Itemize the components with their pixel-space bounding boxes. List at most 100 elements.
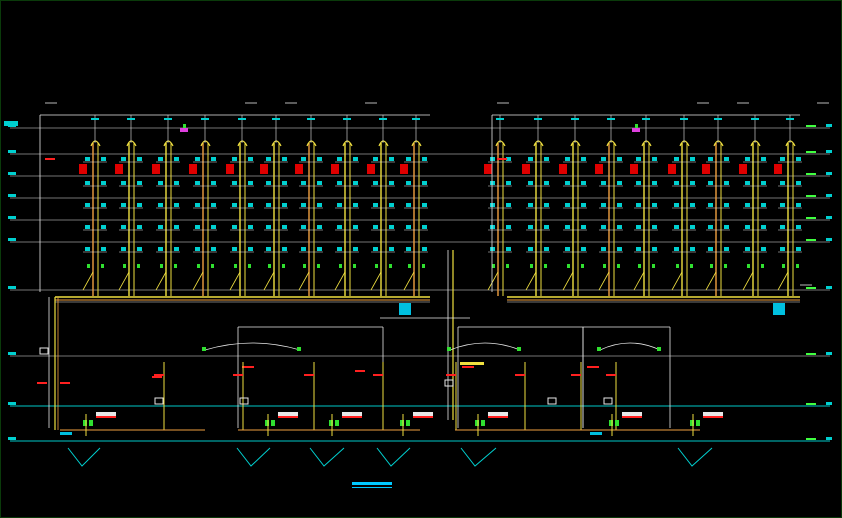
tag-icon [238, 118, 246, 120]
fixture-icon [617, 203, 622, 207]
fixture-icon [232, 203, 237, 207]
fixture-icon [745, 225, 750, 229]
tag-icon [60, 382, 70, 384]
riser-connector [298, 271, 310, 291]
fixture-icon [317, 225, 322, 229]
fixture-icon [101, 225, 106, 229]
fixture-icon [636, 225, 641, 229]
tag-icon [703, 416, 723, 418]
fixture-icon [506, 225, 511, 229]
floor-lines [10, 127, 830, 357]
valve-icon [475, 420, 479, 426]
riser-connector [742, 271, 754, 291]
fixture-icon [406, 157, 411, 161]
fixture-icon [406, 181, 411, 185]
main-pipes [39, 102, 829, 420]
level-mark-icon [826, 150, 832, 153]
tag-icon [460, 362, 484, 365]
valve-icon [530, 264, 533, 268]
tag-icon [622, 416, 642, 418]
fixture-icon [158, 157, 163, 161]
fixture-icon [353, 157, 358, 161]
fixture-icon [724, 247, 729, 251]
level-mark-icon [826, 352, 832, 355]
level-mark-icon [806, 217, 816, 219]
fixture-icon [317, 203, 322, 207]
fixture-icon [601, 157, 606, 161]
tag-icon [413, 416, 433, 418]
tag-icon [703, 412, 723, 416]
fixture-icon [232, 247, 237, 251]
valve-icon [339, 264, 342, 268]
fixture-icon [422, 247, 427, 251]
fixture-icon [796, 225, 801, 229]
fixture-icon [506, 247, 511, 251]
tag-icon [488, 412, 508, 416]
fixture-icon [211, 203, 216, 207]
fixture-icon [636, 157, 641, 161]
equipment-block [79, 164, 87, 174]
fixture-icon [617, 225, 622, 229]
valve-icon [567, 264, 570, 268]
tag-icon [571, 118, 579, 120]
fixture-icon [301, 225, 306, 229]
tag-icon [587, 366, 599, 368]
riser-connector [705, 271, 717, 291]
fixture-icon [506, 203, 511, 207]
level-mark-icon [806, 195, 816, 197]
valve-icon [282, 264, 285, 268]
fixture-icon [636, 203, 641, 207]
level-mark-icon [8, 172, 16, 175]
tag-icon [96, 412, 116, 416]
fixture-icon [353, 181, 358, 185]
fixture-icon [101, 203, 106, 207]
valve-icon [481, 420, 485, 426]
tag-icon [307, 118, 315, 120]
fixture-icon [174, 157, 179, 161]
valve-icon [761, 264, 764, 268]
fixture-icon [780, 181, 785, 185]
valve-icon [353, 264, 356, 268]
equipment-block [367, 164, 375, 174]
valve-icon [265, 420, 269, 426]
level-mark-icon [826, 216, 832, 219]
fixture-icon [761, 225, 766, 229]
valve-icon [101, 264, 104, 268]
fixture-icon [581, 157, 586, 161]
equipment-block [559, 164, 567, 174]
riser-connector [229, 271, 241, 291]
fixture-icon [780, 203, 785, 207]
valve-icon [303, 264, 306, 268]
fixture-icon [121, 225, 126, 229]
valve-icon [268, 264, 271, 268]
sprinkler-arc [204, 342, 301, 351]
basement-system [37, 297, 723, 436]
fixture-icon [745, 203, 750, 207]
fixture-icon [490, 247, 495, 251]
tag-icon [342, 416, 362, 418]
fixture-icon [674, 181, 679, 185]
riser-blocks [45, 115, 802, 296]
riser-connector [487, 271, 499, 291]
fixture-icon [266, 247, 271, 251]
fixture-icon [337, 247, 342, 251]
tag-icon [680, 118, 688, 120]
valve-icon [696, 420, 700, 426]
fixture-icon [406, 203, 411, 207]
fixture-icon [195, 181, 200, 185]
tag-icon [278, 416, 298, 418]
fixture-icon [121, 157, 126, 161]
fixture-icon [373, 225, 378, 229]
fixture-icon [601, 225, 606, 229]
fixture-icon [581, 247, 586, 251]
fixture-icon [174, 181, 179, 185]
tag-icon [515, 374, 525, 376]
level-mark-icon [826, 238, 832, 241]
fixture-icon [211, 225, 216, 229]
equipment-block [295, 164, 303, 174]
level-mark-icon [806, 438, 816, 440]
level-mark-icon [8, 402, 16, 405]
fixture-icon [211, 181, 216, 185]
fixture-icon [266, 181, 271, 185]
